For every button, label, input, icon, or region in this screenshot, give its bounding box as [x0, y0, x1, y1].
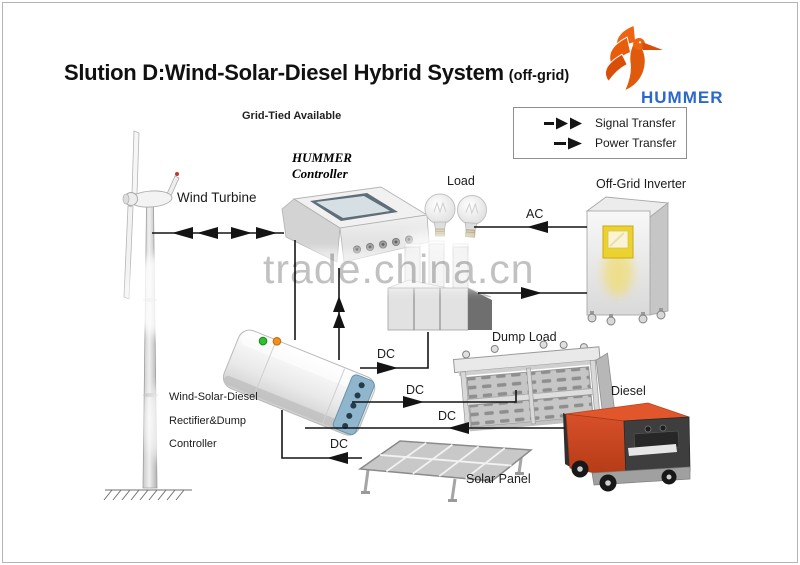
wind-turbine-label: Wind Turbine — [177, 190, 257, 205]
title-suffix: (off-grid) — [508, 68, 570, 84]
legend-row-signal: Signal Transfer — [514, 115, 686, 131]
diesel-wheels — [571, 460, 677, 492]
watermark-blotches — [127, 232, 532, 466]
signal-transfer-arrow-icon — [542, 117, 588, 130]
inverter-graphic — [585, 196, 670, 326]
hummingbird-logo-icon — [605, 24, 663, 90]
ground-hatch — [103, 489, 192, 501]
led-green — [258, 336, 268, 346]
legend-row-power: Power Transfer — [514, 135, 686, 151]
legend-signal-label: Signal Transfer — [595, 116, 676, 130]
legend-power-label: Power Transfer — [595, 136, 677, 150]
hummer-controller-label-line2: Controller — [292, 166, 348, 181]
dump-load-graphic — [452, 340, 615, 432]
power-transfer-arrow-icon — [542, 137, 588, 150]
dc-label-solar: DC — [330, 437, 349, 451]
solar-panel-graphic — [357, 440, 533, 502]
page-title: Slution D:Wind-Solar-Diesel Hybrid Syste… — [64, 60, 569, 86]
ac-label: AC — [526, 207, 544, 221]
load-bulbs-graphic — [424, 193, 487, 238]
page-subtitle: Grid-Tied Available — [242, 110, 342, 122]
rectifier-label-line1: Wind-Solar-Diesel — [169, 391, 258, 403]
inverter-label: Off-Grid Inverter — [596, 177, 687, 191]
rectifier-label-line2: Rectifier&Dump — [169, 415, 247, 427]
hummer-controller-label: HUMMER Controller — [292, 150, 352, 182]
diesel-generator-graphic — [563, 402, 691, 492]
title-text: Slution D:Wind-Solar-Diesel Hybrid Syste… — [64, 60, 504, 85]
rectifier-label-line3: Controller — [169, 438, 217, 450]
rectifier-controller-graphic — [222, 329, 376, 436]
watermark-text: trade.china.cn — [263, 246, 535, 292]
hummer-controller-label-line1: HUMMER — [292, 150, 352, 165]
inverter-casters — [587, 308, 666, 326]
diesel-label: Diesel — [611, 384, 646, 398]
dc-label-diesel: DC — [438, 409, 457, 423]
dc-label-battery: DC — [377, 347, 396, 361]
brand-name: HUMMER — [641, 88, 724, 107]
led-orange — [272, 337, 282, 346]
legend: Signal Transfer Power Transfer — [513, 107, 687, 159]
arrowheads — [172, 221, 548, 464]
dump-load-label: Dump Load — [492, 330, 557, 344]
dc-label-dump-load: DC — [406, 383, 425, 397]
load-label: Load — [447, 174, 475, 188]
solar-panel-label: Solar Panel — [466, 472, 531, 486]
